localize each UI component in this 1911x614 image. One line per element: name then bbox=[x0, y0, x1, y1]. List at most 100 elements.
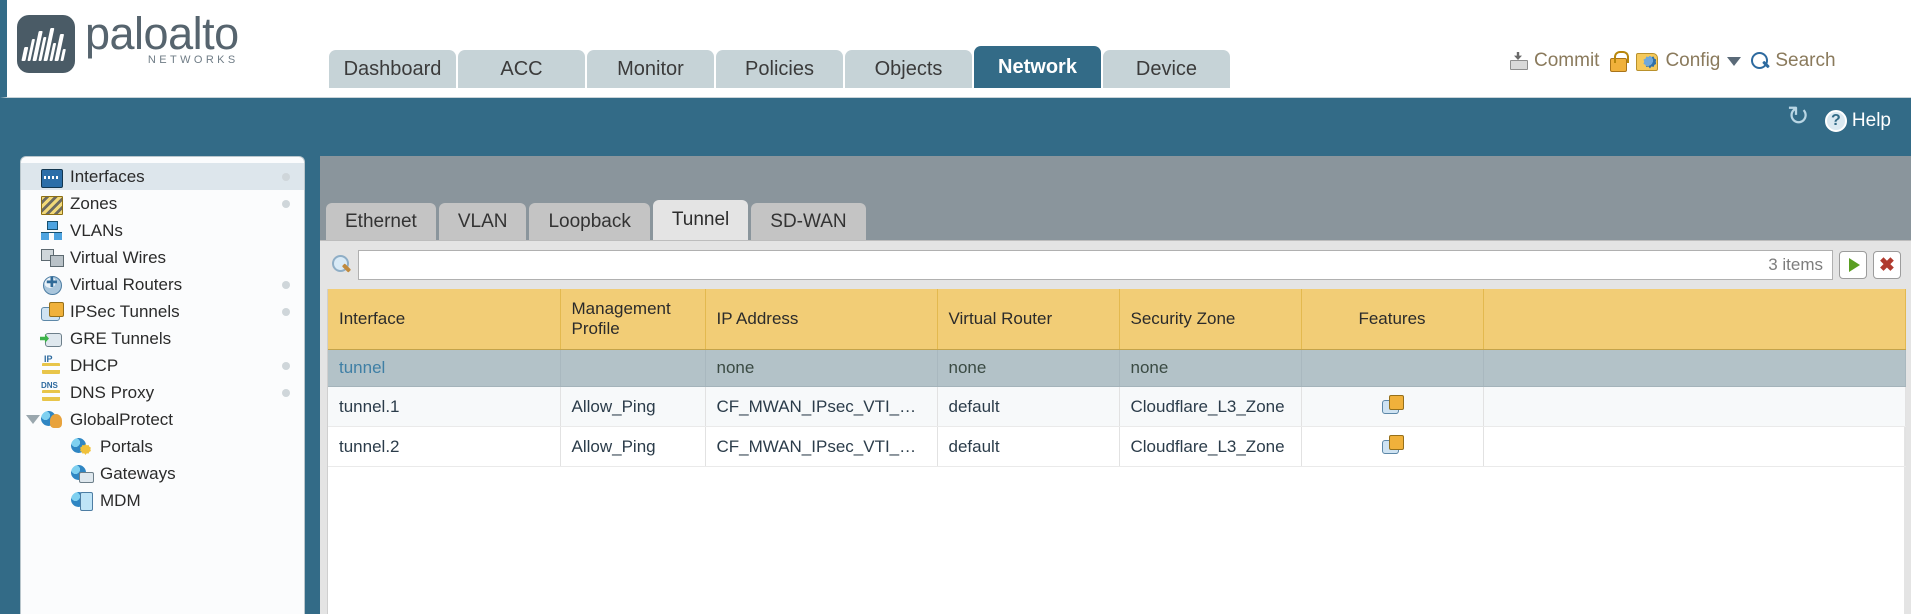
tab-dashboard-label: Dashboard bbox=[343, 57, 442, 80]
dns-proxy-icon bbox=[41, 381, 63, 402]
virtual-wires-icon bbox=[41, 248, 64, 267]
sidebar-item-mdm[interactable]: MDM bbox=[21, 487, 304, 514]
cell-management-profile bbox=[560, 349, 706, 387]
refresh-icon[interactable] bbox=[1787, 103, 1811, 132]
palo-alto-logo: paloalto NETWORKS bbox=[17, 8, 239, 73]
subtab-vlan[interactable]: VLAN bbox=[438, 203, 527, 240]
chevron-down-icon bbox=[1727, 56, 1742, 66]
tab-monitor[interactable]: Monitor bbox=[587, 50, 714, 88]
status-dot bbox=[282, 308, 290, 316]
subtab-loopback[interactable]: Loopback bbox=[529, 203, 650, 240]
sidebar-item-gateways[interactable]: Gateways bbox=[21, 460, 304, 487]
filter-toolbar: 3 items ✖ bbox=[320, 241, 1911, 289]
status-dot bbox=[282, 362, 290, 370]
sidebar-item-gre-tunnels[interactable]: GRE Tunnels bbox=[21, 325, 304, 352]
commit-button[interactable]: Commit bbox=[1507, 50, 1599, 72]
brand-name: paloalto bbox=[85, 8, 239, 59]
subtab-ethernet[interactable]: Ethernet bbox=[326, 203, 436, 240]
sidebar-item-label: GlobalProtect bbox=[70, 409, 173, 429]
cell-ip-address: none bbox=[705, 349, 938, 387]
sidebar-item-ipsec-tunnels[interactable]: IPSec Tunnels bbox=[21, 298, 304, 325]
column-header-features[interactable]: Features bbox=[1301, 289, 1484, 350]
cell-interface[interactable]: tunnel.2 bbox=[328, 426, 561, 467]
sidebar-item-dns-proxy[interactable]: DNS Proxy bbox=[21, 379, 304, 406]
sidebar-item-dhcp[interactable]: DHCP bbox=[21, 352, 304, 379]
cell-features bbox=[1301, 386, 1484, 427]
filter-search-icon bbox=[330, 254, 352, 276]
sidebar-item-virtual-wires[interactable]: Virtual Wires bbox=[21, 244, 304, 271]
subtab-sdwan[interactable]: SD-WAN bbox=[751, 203, 866, 240]
cell-ip-address: CF_MWAN_IPsec_VTI_01_... bbox=[705, 386, 938, 427]
table-row[interactable]: tunnel.2 Allow_Ping CF_MWAN_IPsec_VTI_02… bbox=[328, 426, 1906, 467]
apply-filter-button[interactable] bbox=[1839, 251, 1867, 279]
sidebar-item-globalprotect[interactable]: GlobalProtect bbox=[21, 406, 304, 433]
sub-tab-bar: Ethernet VLAN Loopback Tunnel SD-WAN bbox=[326, 200, 866, 240]
commit-icon bbox=[1507, 51, 1529, 71]
cell-spacer bbox=[1483, 386, 1906, 427]
items-count: 3 items bbox=[1768, 255, 1823, 274]
mdm-icon bbox=[71, 491, 93, 511]
lock-button[interactable] bbox=[1608, 51, 1630, 72]
clear-filter-button[interactable]: ✖ bbox=[1873, 251, 1901, 279]
filter-search-input[interactable]: 3 items bbox=[358, 250, 1833, 280]
column-header-virtual-router[interactable]: Virtual Router bbox=[937, 289, 1120, 350]
commit-label: Commit bbox=[1534, 50, 1600, 71]
cell-interface[interactable]: tunnel.1 bbox=[328, 386, 561, 427]
top-bar: paloalto NETWORKS Dashboard ACC Monitor … bbox=[0, 0, 1911, 98]
lock-tunnel-icon bbox=[1382, 395, 1404, 414]
cell-virtual-router: none bbox=[937, 349, 1120, 387]
chevron-down-icon[interactable] bbox=[26, 415, 40, 424]
ipsec-tunnels-icon bbox=[41, 302, 64, 321]
top-actions: Commit Config Search bbox=[1507, 50, 1836, 72]
table-row[interactable]: tunnel none none none bbox=[328, 349, 1906, 387]
main-tab-bar: Dashboard ACC Monitor Policies Objects N… bbox=[329, 46, 1230, 88]
config-menu[interactable]: Config bbox=[1636, 50, 1742, 72]
close-icon: ✖ bbox=[1879, 254, 1895, 276]
cell-features bbox=[1301, 349, 1484, 387]
column-header-interface[interactable]: Interface bbox=[328, 289, 561, 350]
logo-mark-icon bbox=[17, 15, 75, 73]
sidebar-item-label: MDM bbox=[100, 490, 141, 510]
tab-acc[interactable]: ACC bbox=[458, 50, 585, 88]
tab-network[interactable]: Network bbox=[974, 46, 1101, 88]
sidebar-item-zones[interactable]: Zones bbox=[21, 190, 304, 217]
sidebar-item-portals[interactable]: Portals bbox=[21, 433, 304, 460]
search-label: Search bbox=[1775, 50, 1836, 71]
subtab-tunnel[interactable]: Tunnel bbox=[652, 200, 749, 240]
tab-dashboard[interactable]: Dashboard bbox=[329, 50, 456, 88]
cell-spacer bbox=[1483, 426, 1906, 467]
cell-security-zone: Cloudflare_L3_Zone bbox=[1119, 386, 1302, 427]
cell-ip-address: CF_MWAN_IPsec_VTI_02_... bbox=[705, 426, 938, 467]
help-button[interactable]: ? Help bbox=[1824, 110, 1891, 132]
column-header-ip-address[interactable]: IP Address bbox=[705, 289, 938, 350]
status-dot bbox=[282, 200, 290, 208]
subtab-vlan-label: VLAN bbox=[457, 210, 508, 232]
tab-objects[interactable]: Objects bbox=[845, 50, 972, 88]
sidebar-item-label: Portals bbox=[100, 436, 153, 456]
sidebar-item-label: Virtual Routers bbox=[70, 274, 183, 294]
status-dot bbox=[282, 389, 290, 397]
cell-interface[interactable]: tunnel bbox=[328, 349, 561, 387]
sidebar-item-virtual-routers[interactable]: Virtual Routers bbox=[21, 271, 304, 298]
virtual-routers-icon bbox=[41, 274, 63, 295]
tab-policies[interactable]: Policies bbox=[716, 50, 843, 88]
table-row[interactable]: tunnel.1 Allow_Ping CF_MWAN_IPsec_VTI_01… bbox=[328, 386, 1906, 427]
sidebar-item-vlans[interactable]: VLANs bbox=[21, 217, 304, 244]
interfaces-table-wrapper: Interface Management Profile IP Address … bbox=[327, 289, 1906, 614]
config-icon bbox=[1636, 51, 1660, 72]
search-icon bbox=[1750, 51, 1770, 71]
config-label: Config bbox=[1665, 50, 1721, 71]
padlock-icon bbox=[1608, 51, 1630, 72]
sidebar-item-interfaces[interactable]: Interfaces bbox=[21, 163, 304, 190]
portals-icon bbox=[71, 437, 93, 456]
cell-security-zone: Cloudflare_L3_Zone bbox=[1119, 426, 1302, 467]
tab-device[interactable]: Device bbox=[1103, 50, 1230, 88]
arrow-right-icon bbox=[1849, 258, 1860, 272]
column-header-management-profile[interactable]: Management Profile bbox=[560, 289, 706, 350]
column-header-security-zone[interactable]: Security Zone bbox=[1119, 289, 1302, 350]
band-actions: ? Help bbox=[1787, 103, 1891, 132]
search-button[interactable]: Search bbox=[1750, 50, 1836, 72]
tab-objects-label: Objects bbox=[874, 57, 943, 80]
lock-tunnel-icon bbox=[1382, 435, 1404, 454]
